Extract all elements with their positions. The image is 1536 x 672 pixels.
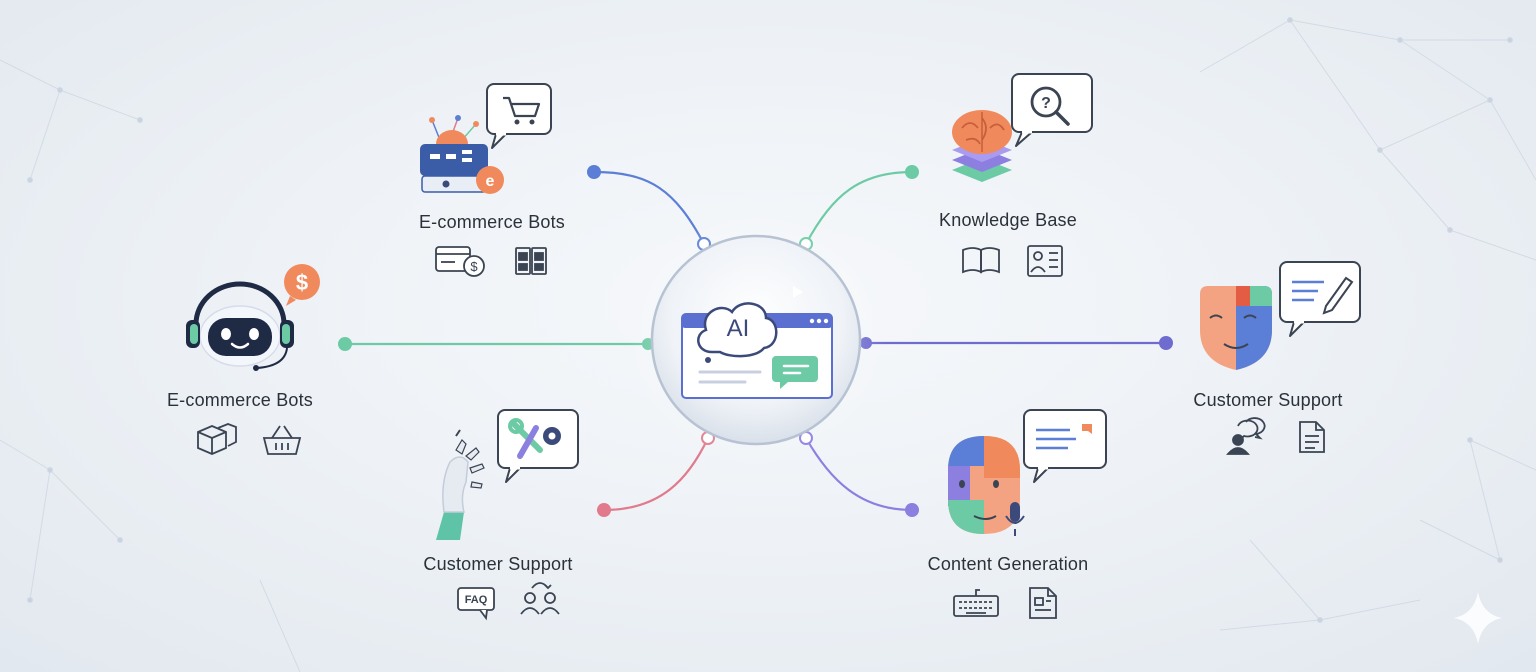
chat-bubble-icon — [772, 356, 818, 389]
sparkle-icon — [1454, 592, 1502, 644]
svg-text:e: e — [486, 173, 495, 190]
node-label-ecommerce-bots-left: E-commerce Bots — [166, 390, 314, 410]
credit-card-dollar-icon: $ — [435, 246, 485, 277]
ai-thought-bubble: AI — [697, 302, 778, 363]
node-customer-support-bottom: FAQ — [436, 409, 579, 621]
mask-note-icon — [1200, 261, 1361, 370]
document-icon — [1299, 421, 1325, 453]
product-shelves-icon — [515, 247, 547, 275]
node-customer-support-right — [1200, 261, 1361, 455]
node-content-generation — [948, 409, 1107, 619]
headset-robot-dollar-icon: $ — [186, 264, 320, 371]
node-ecommerce-bots-left: $ — [186, 264, 320, 455]
ai-hub: AI — [626, 210, 886, 470]
shopping-basket-icon — [262, 425, 302, 455]
faq-label: FAQ — [465, 594, 488, 606]
face-microphone-icon — [948, 409, 1107, 536]
team-sync-icon — [520, 582, 560, 615]
chat-user-icon — [1226, 417, 1266, 455]
svg-text:?: ? — [1041, 95, 1051, 112]
background-network-decoration — [0, 17, 1536, 672]
svg-text:$: $ — [470, 259, 478, 274]
faq-bubble-icon: FAQ — [457, 587, 495, 621]
bot-cart-icon: e — [420, 83, 552, 194]
node-label-ecommerce-bots-top: E-commerce Bots — [418, 212, 566, 232]
node-label-customer-support-right: Customer Support — [1193, 390, 1343, 410]
svg-text:$: $ — [296, 270, 308, 295]
brain-layers-search-icon: ? — [952, 73, 1093, 182]
id-card-icon — [1027, 245, 1063, 277]
boxes-icon — [197, 423, 237, 455]
node-knowledge-base: ? — [952, 73, 1093, 277]
node-label-content-generation: Content Generation — [927, 554, 1089, 574]
node-ecommerce-bots-top: e $ — [420, 83, 552, 277]
ai-badge-text: AI — [727, 315, 750, 342]
node-label-knowledge-base: Knowledge Base — [939, 210, 1077, 230]
document-icon — [1029, 587, 1057, 619]
open-book-icon — [962, 247, 1000, 274]
node-label-customer-support-bottom: Customer Support — [423, 554, 573, 574]
robot-arm-tools-icon — [436, 409, 579, 540]
keyboard-icon — [953, 589, 999, 617]
